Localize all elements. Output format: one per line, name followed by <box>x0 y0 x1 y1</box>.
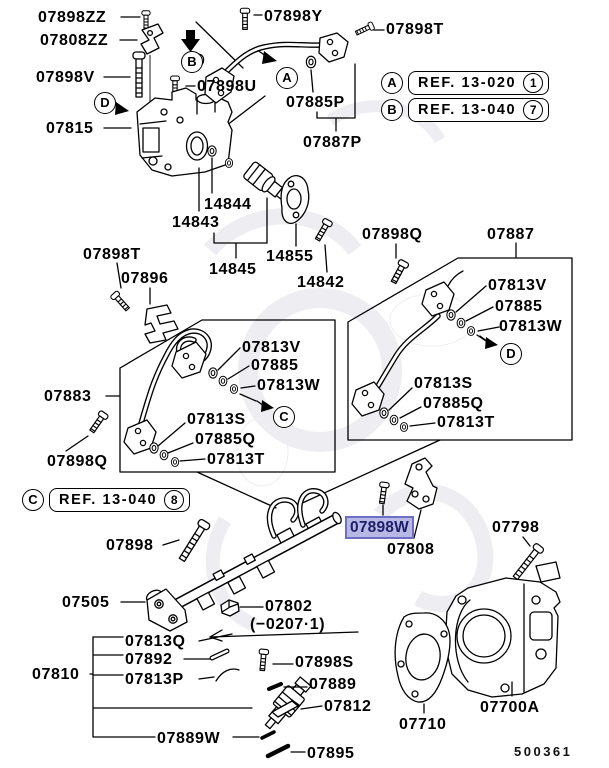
part-label-07898q-right[interactable]: 07898Q <box>362 226 423 243</box>
part-label-07885p[interactable]: 07885P <box>286 94 345 111</box>
throttle-body-art <box>394 536 561 714</box>
part-label-07505[interactable]: 07505 <box>62 594 110 611</box>
part-label-07898v[interactable]: 07898V <box>36 69 95 86</box>
part-label-07898t-top[interactable]: 07898T <box>386 21 444 38</box>
part-label-07813t-left[interactable]: 07813T <box>207 451 265 468</box>
part-label-07892[interactable]: 07892 <box>125 651 173 668</box>
part-label-07898zz[interactable]: 07898ZZ <box>38 9 107 26</box>
ref-box: REF. 13-040 7 <box>408 98 550 122</box>
callout-d-icon: D <box>94 92 116 114</box>
callout-d-icon: D <box>500 343 522 365</box>
pipe-07887p-art <box>193 21 385 132</box>
part-label-07810[interactable]: 07810 <box>32 666 80 683</box>
part-label-07898t-left[interactable]: 07898T <box>83 246 141 263</box>
drawing-number: 500361 <box>514 744 573 759</box>
part-label-07700a[interactable]: 07700A <box>480 699 540 716</box>
part-label-07885q-right[interactable]: 07885Q <box>423 395 484 412</box>
fuel-rail-art <box>120 488 342 632</box>
callout-a-icon: A <box>381 72 403 94</box>
part-label-07808zz[interactable]: 07808ZZ <box>40 32 109 49</box>
part-label-07889w[interactable]: 07889W <box>157 730 221 747</box>
part-label-07889[interactable]: 07889 <box>309 676 357 693</box>
part-label-14842[interactable]: 14842 <box>297 274 345 291</box>
part-label-07813p[interactable]: 07813P <box>125 671 184 688</box>
part-label-07798[interactable]: 07798 <box>492 519 540 536</box>
part-label-07885q-left[interactable]: 07885Q <box>195 431 256 448</box>
ref-text: REF. 13-040 <box>418 102 517 118</box>
left-mid-parts-art <box>65 262 179 452</box>
bracket-07808-art <box>376 457 438 539</box>
part-label-07813s-left[interactable]: 07813S <box>187 411 246 428</box>
part-label-07895[interactable]: 07895 <box>307 745 355 762</box>
ref-note-b: B REF. 13-040 7 <box>381 98 550 122</box>
part-label-07898y[interactable]: 07898Y <box>264 8 323 25</box>
ref-number-icon: 1 <box>523 73 544 93</box>
callout-b-icon: B <box>181 51 203 73</box>
pipe-box-07883-art <box>119 319 336 473</box>
injector-parts-art <box>89 629 359 759</box>
callout-c-icon: C <box>273 406 295 428</box>
part-label-07815[interactable]: 07815 <box>46 120 94 137</box>
part-label-07813t-right[interactable]: 07813T <box>437 414 495 431</box>
part-label-07887p[interactable]: 07887P <box>303 134 362 151</box>
part-label-07812[interactable]: 07812 <box>324 698 372 715</box>
ref-number-icon: 7 <box>523 100 544 120</box>
callout-c-icon: C <box>22 489 44 511</box>
callout-a-icon: A <box>276 67 298 89</box>
part-label-07813w-right[interactable]: 07813W <box>499 318 563 335</box>
part-label-07898w-highlighted[interactable]: 07898W <box>345 516 414 540</box>
part-label-07885-left[interactable]: 07885 <box>251 357 299 374</box>
part-label-07898s[interactable]: 07898S <box>295 654 354 671</box>
part-label-07898u[interactable]: 07898U <box>197 78 257 95</box>
ref-box: REF. 13-040 8 <box>49 488 191 512</box>
part-label-07898[interactable]: 07898 <box>106 537 154 554</box>
part-label-07883[interactable]: 07883 <box>44 388 92 405</box>
ref-note-a: A REF. 13-020 1 <box>381 71 550 95</box>
pipe-box-07887-art <box>347 242 573 441</box>
part-label-14844[interactable]: 14844 <box>204 196 252 213</box>
part-label-14845[interactable]: 14845 <box>209 261 257 278</box>
part-label-07896[interactable]: 07896 <box>121 270 169 287</box>
part-label-07885-right[interactable]: 07885 <box>495 298 543 315</box>
part-label-07808[interactable]: 07808 <box>387 541 435 558</box>
callout-b-icon: B <box>381 99 403 121</box>
part-label-07898q-left[interactable]: 07898Q <box>47 453 108 470</box>
part-label-07813q[interactable]: 07813Q <box>125 633 186 650</box>
part-label-07802-range: (−0207·1) <box>250 616 326 633</box>
part-label-07813w-left[interactable]: 07813W <box>257 377 321 394</box>
part-label-07802[interactable]: 07802 <box>265 598 313 615</box>
ref-note-c: C REF. 13-040 8 <box>22 488 191 512</box>
part-label-07813v-right[interactable]: 07813V <box>488 277 547 294</box>
part-label-07813v-left[interactable]: 07813V <box>242 339 301 356</box>
part-label-14843[interactable]: 14843 <box>172 214 220 231</box>
ref-box: REF. 13-020 1 <box>408 71 550 95</box>
part-label-14855[interactable]: 14855 <box>266 248 314 265</box>
ref-text: REF. 13-020 <box>418 75 517 91</box>
sensor-cluster-art <box>198 145 334 273</box>
ref-number-icon: 8 <box>164 490 185 510</box>
part-label-07710[interactable]: 07710 <box>399 716 447 733</box>
part-label-07813s-right[interactable]: 07813S <box>414 375 473 392</box>
part-label-07887[interactable]: 07887 <box>487 226 535 243</box>
ref-text: REF. 13-040 <box>59 492 158 508</box>
